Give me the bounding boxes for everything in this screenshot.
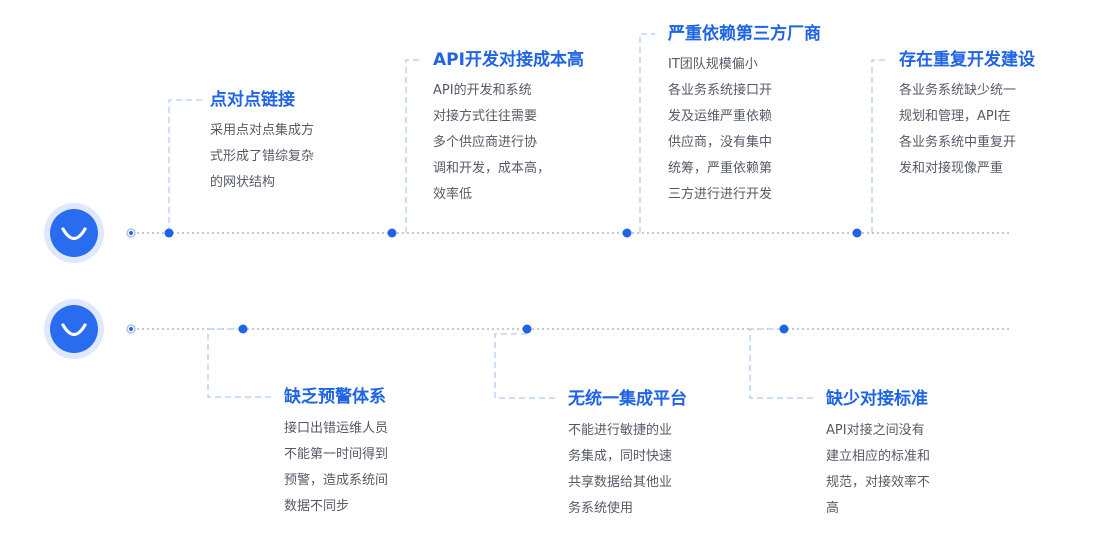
connector [405, 59, 420, 233]
desc-line: 预警，造成系统间 [284, 473, 389, 488]
connector [168, 99, 205, 233]
node-dot [852, 228, 862, 238]
item-title: 缺乏预警体系 [284, 387, 386, 407]
desc-line: 对接方式往往需要 [433, 109, 538, 124]
desc-line: 数据不同步 [284, 499, 350, 514]
connector [639, 33, 655, 233]
node-dot [622, 228, 632, 238]
desc-line: 供应商，没有集中 [668, 135, 773, 150]
desc-line: IT团队规模偏小 [668, 57, 758, 72]
node-dot [522, 324, 532, 334]
desc-line: 各业务系统中重复开 [899, 135, 1017, 150]
item-title: 严重依赖第三方厂商 [668, 24, 821, 44]
desc-line: 规划和管理，API在 [899, 109, 1011, 124]
start-dot [126, 324, 136, 334]
start-dot [126, 228, 136, 238]
desc-line: 统筹，严重依赖第 [668, 161, 773, 176]
node-dot [164, 228, 174, 238]
item-desc: API对接之间没有 建立相应的标准和 规范，对接效率不 高 [826, 418, 930, 522]
item-desc: 采用点对点集成方 式形成了错综复杂 的网状结构 [210, 118, 314, 196]
desc-line: 建立相应的标准和 [826, 449, 931, 464]
item-title: 无统一集成平台 [568, 389, 687, 409]
desc-line: 多个供应商进行协 [433, 135, 538, 150]
desc-line: 接口出错运维人员 [284, 421, 389, 436]
node-dot [779, 324, 789, 334]
connector [494, 333, 558, 399]
desc-line: 调和开发，成本高， [433, 161, 551, 176]
item-desc: 各业务系统缺少统一 规划和管理，API在 各业务系统中重复开 发和对接现像严重 [899, 78, 1016, 182]
desc-line: 高 [826, 501, 840, 516]
node-dot [387, 228, 397, 238]
desc-line: 三方进行进行开发 [668, 187, 773, 202]
item-desc: 不能进行敏捷的业 务集成，同时快速 共享数据给其他业 务系统使用 [568, 418, 672, 522]
desc-line: 各业务系统接口开 [668, 83, 773, 98]
desc-line: 务系统使用 [568, 501, 634, 516]
smile-icon [44, 203, 104, 263]
desc-line: 发及运维严重依赖 [668, 109, 773, 124]
item-title: 点对点链接 [210, 90, 295, 110]
desc-line: 式形成了错综复杂 [210, 149, 315, 164]
desc-line: API对接之间没有 [826, 423, 925, 438]
desc-line: 发和对接现像严重 [899, 161, 1004, 176]
smile-icon [44, 299, 104, 359]
connector [207, 328, 275, 398]
desc-line: API的开发和系统 [433, 83, 532, 98]
desc-line: 各业务系统缺少统一 [899, 83, 1017, 98]
desc-line: 规范，对接效率不 [826, 475, 931, 490]
desc-line: 不能进行敏捷的业 [568, 423, 673, 438]
item-title: 缺少对接标准 [826, 389, 928, 409]
item-title: 存在重复开发建设 [899, 50, 1035, 70]
connector [749, 328, 815, 399]
desc-line: 采用点对点集成方 [210, 123, 315, 138]
desc-line: 共享数据给其他业 [568, 475, 673, 490]
desc-line: 务集成，同时快速 [568, 449, 673, 464]
node-dot [238, 324, 248, 334]
item-title: API开发对接成本高 [433, 50, 584, 70]
desc-line: 不能第一时间得到 [284, 447, 389, 462]
item-desc: IT团队规模偏小 各业务系统接口开 发及运维严重依赖 供应商，没有集中 统筹，严… [668, 52, 772, 208]
item-desc: 接口出错运维人员 不能第一时间得到 预警，造成系统间 数据不同步 [284, 416, 388, 520]
desc-line: 的网状结构 [210, 175, 276, 190]
item-desc: API的开发和系统 对接方式往往需要 多个供应商进行协 调和开发，成本高， 效率… [433, 78, 550, 208]
desc-line: 效率低 [433, 187, 473, 202]
connector [871, 59, 887, 233]
